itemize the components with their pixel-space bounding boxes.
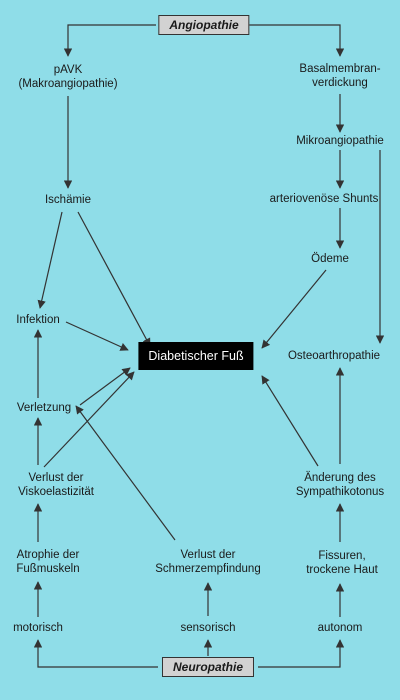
- node-infektion-line-1: Infektion: [16, 314, 60, 326]
- node-atrophie: Atrophie der Fußmuskeln: [16, 548, 79, 576]
- node-basalmembran-line-1: Basalmembran-: [299, 63, 381, 75]
- node-pavk-line-1: pAVK: [53, 64, 83, 76]
- arrow-angiopathie-to-basalmembran: [248, 24, 345, 57]
- node-schmerzempfindung-line-1: Verlust der: [180, 549, 236, 561]
- node-schmerzempfindung-line-2: Schmerzempfindung: [155, 563, 261, 575]
- node-sensorisch: sensorisch: [181, 621, 236, 635]
- node-viskoelastizitaet: Verlust der Viskoelastizität: [18, 471, 94, 499]
- node-fissuren-line-1: Fissuren,: [318, 550, 366, 562]
- arrow-neuropathie-to-autonom: [258, 639, 345, 668]
- arrow-schmerzempfindung-to-verletzung: [75, 405, 176, 541]
- angiopathie-box: Angiopathie: [158, 15, 250, 35]
- arrow-viskoelastizitaet-to-center: [43, 371, 135, 468]
- node-shunts-line-1: arteriovenöse Shunts: [269, 193, 379, 205]
- node-fissuren: Fissuren, trockene Haut: [306, 549, 378, 577]
- node-motorisch: motorisch: [13, 621, 63, 635]
- node-sympathikotonus-line-1: Änderung des: [304, 472, 376, 484]
- node-mikroangiopathie-line-1: Mikroangiopathie: [296, 135, 384, 147]
- diabetischer-fuss-box: Diabetischer Fuß: [138, 342, 254, 370]
- arrow-angiopathie-to-pavk: [63, 24, 156, 57]
- arrow-infektion-to-center: [65, 321, 129, 351]
- node-sensorisch-line-1: sensorisch: [180, 622, 236, 634]
- node-schmerzempfindung: Verlust der Schmerzempfindung: [155, 548, 260, 576]
- node-sympathikotonus: Änderung des Sympathikotonus: [296, 471, 384, 499]
- node-basalmembran-line-2: verdickung: [312, 77, 368, 89]
- node-pavk: pAVK (Makroangiopathie): [18, 63, 117, 91]
- node-sympathikotonus-line-2: Sympathikotonus: [295, 486, 385, 498]
- node-pavk-line-2: (Makroangiopathie): [18, 78, 118, 90]
- node-basalmembran: Basalmembran- verdickung: [299, 62, 380, 90]
- node-shunts: arteriovenöse Shunts: [270, 192, 379, 206]
- node-ischaemie: Ischämie: [45, 193, 91, 207]
- node-infektion: Infektion: [16, 313, 59, 327]
- arrow-sympathikotonus-to-center: [261, 375, 319, 467]
- node-verletzung-line-1: Verletzung: [16, 402, 72, 414]
- node-motorisch-line-1: motorisch: [13, 622, 63, 634]
- node-autonom-line-1: autonom: [317, 622, 363, 634]
- arrow-neuropathie-to-motorisch: [33, 639, 158, 668]
- neuropathie-box: Neuropathie: [161, 657, 255, 677]
- node-oedeme-line-1: Ödeme: [311, 253, 349, 265]
- node-osteoarthropathie-line-1: Osteoarthropathie: [287, 350, 381, 362]
- node-fissuren-line-2: trockene Haut: [306, 564, 378, 576]
- node-viskoelastizitaet-line-2: Viskoelastizität: [18, 486, 94, 498]
- node-atrophie-line-2: Fußmuskeln: [16, 563, 80, 575]
- node-osteoarthropathie: Osteoarthropathie: [288, 349, 380, 363]
- arrow-ischaemie-to-infektion: [37, 211, 63, 309]
- node-verletzung: Verletzung: [17, 401, 71, 415]
- node-autonom: autonom: [318, 621, 363, 635]
- node-viskoelastizitaet-line-1: Verlust der: [28, 472, 84, 484]
- arrow-ischaemie-to-center: [77, 211, 151, 347]
- node-atrophie-line-1: Atrophie der: [16, 549, 80, 561]
- node-mikroangiopathie: Mikroangiopathie: [296, 134, 384, 148]
- arrow-oedeme-to-center: [261, 269, 327, 349]
- arrow-verletzung-to-center: [79, 367, 131, 406]
- node-oedeme: Ödeme: [311, 252, 349, 266]
- node-ischaemie-line-1: Ischämie: [44, 194, 92, 206]
